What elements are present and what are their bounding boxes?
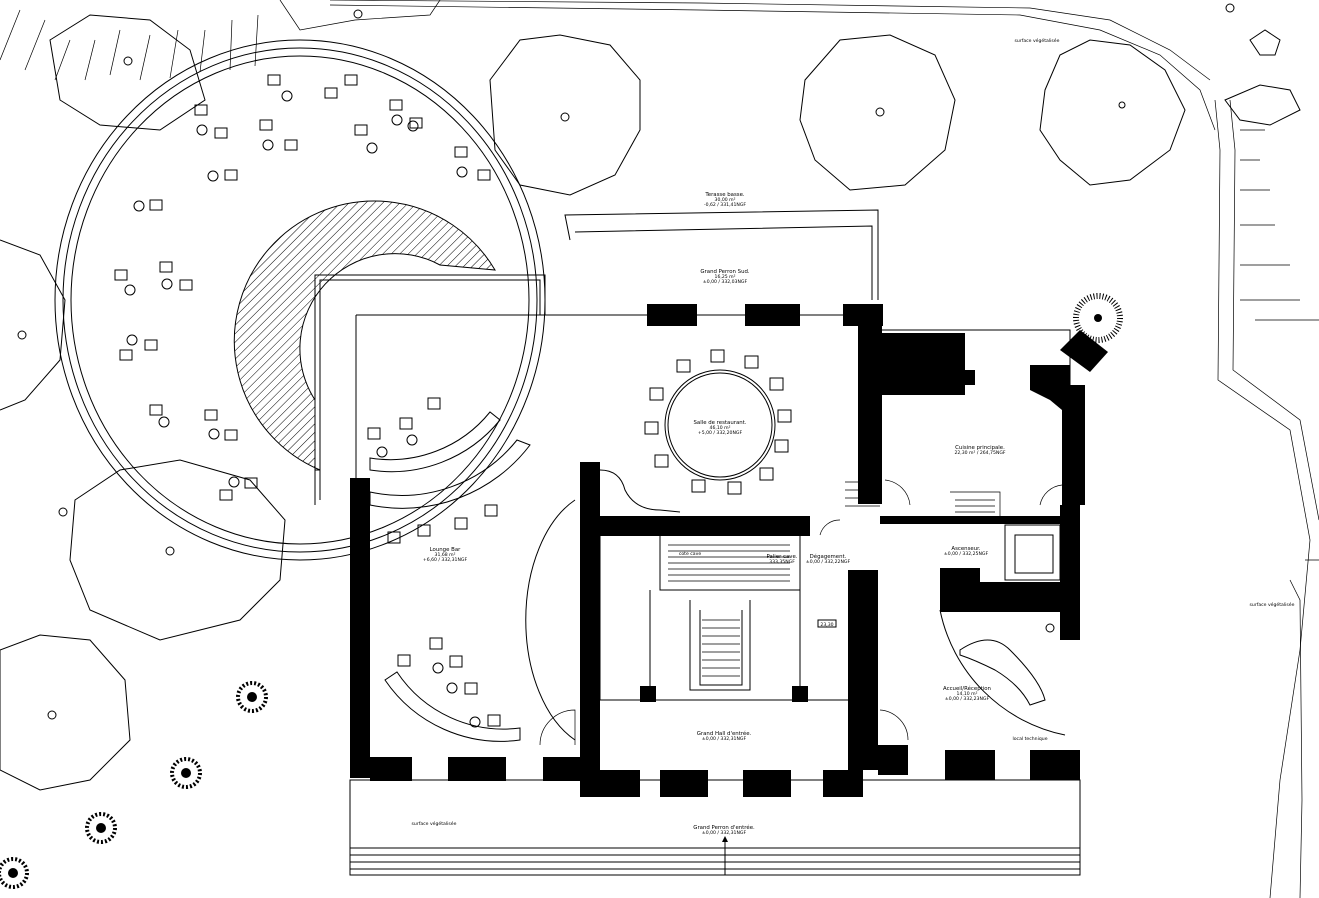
- degagement-name: Dégagement.: [810, 553, 847, 560]
- perron-entree-level: ±0,00 / 332,31NGF: [702, 830, 747, 836]
- lounge-chairs: [367, 397, 501, 728]
- tree-group: [0, 3, 1301, 791]
- cote-cave-label: cote cave: [679, 551, 701, 557]
- lounge-bar-name: Lounge Bar: [430, 547, 461, 553]
- building: [350, 304, 1108, 797]
- salle-restaurant-name: Salle de restaurant.: [693, 420, 746, 426]
- ascenseur-name: Ascenseur.: [951, 546, 980, 552]
- perron-sud-level: ±0,00 / 332,03NGF: [703, 279, 748, 285]
- accueil-level: ±0,00 / 332,23NGF: [945, 696, 990, 702]
- perron-entree-name: Grand Perron d'entrée.: [693, 824, 755, 831]
- room-labels: Terasse basse. 30,00 m² -0,62 / 331,41NG…: [412, 37, 1295, 836]
- terrasse-basse-area: 30,00 m²: [715, 197, 736, 203]
- shrub-symbols: [0, 293, 1123, 889]
- terrace-chairs: [114, 74, 491, 501]
- restaurant-chairs: [644, 349, 792, 495]
- cuisine-area: 22,30 m² / 264,75NGF: [954, 450, 1005, 456]
- terrasse-basse-name: Terasse basse.: [704, 192, 745, 198]
- salle-restaurant-area: 46,10 m²: [710, 425, 731, 431]
- accueil-name: Accueil/Réception: [943, 685, 991, 692]
- perron-sud-name: Grand Perron Sud.: [700, 269, 750, 275]
- degagement-level: ±0,00 / 332,22NGF: [806, 559, 851, 565]
- surface-vegetalisee-top: surface végétalisée: [1015, 37, 1060, 44]
- grand-hall-name: Grand Hall d'entrée.: [697, 730, 752, 737]
- cuisine-name: Cuisine principale.: [955, 445, 1005, 451]
- terrasse-basse-level: -0,62 / 331,41NGF: [704, 202, 746, 208]
- accueil-area: 14,10 m²: [957, 691, 978, 697]
- lounge-bar-level: +6,60 / 332,31NGF: [423, 557, 468, 563]
- salle-restaurant-level: +5,00 / 332,20NGF: [698, 430, 743, 436]
- palier-cave-level: 333,35NGF: [769, 559, 795, 565]
- dimension-tag: 23,30: [820, 622, 833, 628]
- hatched-ramp: [233, 200, 496, 471]
- surface-vegetalisee-bottom: surface végétalisée: [412, 820, 457, 827]
- entrance-steps: [349, 779, 1081, 876]
- perron-sud-area: 16,25 m²: [715, 274, 736, 280]
- lounge-bar-area: 31,68 m²: [435, 552, 456, 558]
- surface-vegetalisee-right: surface végétalisée: [1250, 601, 1295, 608]
- local-technique-label: local technique: [1012, 736, 1047, 742]
- grand-hall-level: ±0,00 / 332,31NGF: [702, 736, 747, 742]
- palier-cave-name: Palier cave.: [766, 554, 797, 560]
- ascenseur-level: ±0,00 / 332,25NGF: [944, 551, 989, 557]
